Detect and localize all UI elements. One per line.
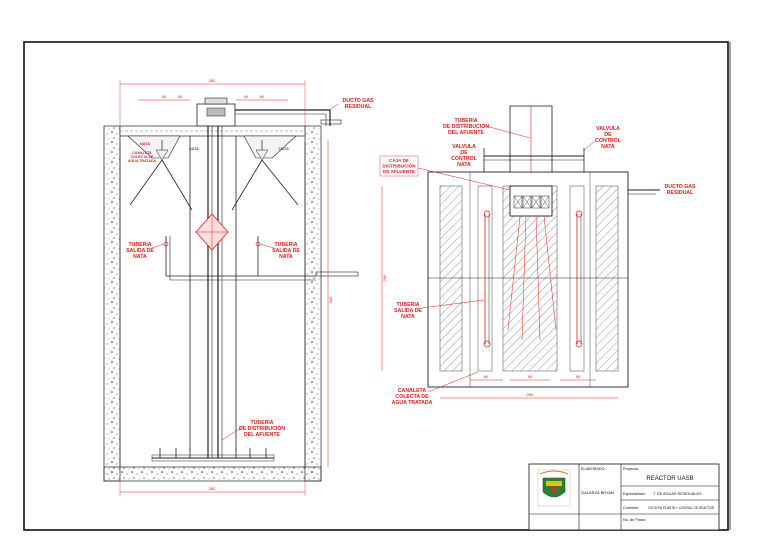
svg-text:TUBERIA: TUBERIA	[274, 242, 297, 248]
plan-label-ducto-gas: DUCTO GAS RESIDUAL	[664, 184, 696, 196]
title-especialidad-value: T. DE AGUAS RESIDUALES	[653, 492, 702, 496]
svg-text:RESIDUAL: RESIDUAL	[345, 104, 372, 110]
svg-text:NATA: NATA	[601, 144, 615, 150]
section-dim-bottom: 280	[209, 486, 216, 491]
title-proyecto-value: REACTOR UASB	[646, 476, 693, 482]
section-dim-right: 900	[328, 296, 333, 303]
svg-text:DE DISTRIBUCIÓN: DE DISTRIBUCIÓN	[443, 122, 489, 130]
section-label-nata-mid: NATA	[189, 147, 199, 151]
svg-text:CONTROL: CONTROL	[595, 138, 621, 144]
svg-text:TUBERIA: TUBERIA	[454, 118, 477, 124]
svg-text:COLECTA DE: COLECTA DE	[131, 155, 155, 159]
title-elaboro-label: ELABORADO:	[581, 467, 606, 471]
section-dim-sub-b: 40	[244, 94, 249, 99]
title-contiene-label: Contiene:	[623, 506, 639, 510]
svg-text:CANALETA: CANALETA	[132, 151, 152, 155]
svg-text:DEL AFUENTE: DEL AFUENTE	[448, 130, 485, 136]
svg-text:SALIDA DE: SALIDA DE	[126, 248, 154, 254]
section-dim-sub-left: 60	[162, 94, 167, 99]
section-wall-right	[304, 125, 322, 482]
svg-text:CONTROL: CONTROL	[451, 156, 477, 162]
section-label-canaleta: CANALETA COLECTA DE AGUA TRATADA	[128, 151, 157, 163]
svg-text:NATA: NATA	[401, 314, 415, 320]
section-floor	[103, 466, 322, 482]
svg-text:DUCTO GAS: DUCTO GAS	[664, 184, 696, 190]
title-elaboro-name: GALARZA BRYAN	[581, 490, 614, 495]
plan-label-canaleta: CANALETA COLECTA DE AGUA TRATADA	[392, 388, 433, 406]
section-label-tuberia-dist: TUBERIA DE DISTRIBUCIÓN DEL AFUENTE	[239, 420, 285, 438]
plan-dim-part-3: 60	[576, 374, 581, 379]
plan-dim-bottom: 280	[527, 392, 534, 397]
svg-text:TUBERIA: TUBERIA	[128, 242, 151, 248]
svg-text:NATA: NATA	[279, 254, 293, 260]
plan-label-valvula-right: VALVULA DE CONTROL NATA	[595, 126, 621, 150]
svg-text:DEL AFUENTE: DEL AFUENTE	[244, 432, 281, 438]
plan-view: 280 60 60 60 280 TUBERIA DE DISTRIBUCIÓN…	[379, 105, 696, 406]
svg-text:TUBERIA: TUBERIA	[250, 420, 273, 426]
svg-text:CAJA DE: CAJA DE	[389, 158, 409, 163]
plan-label-caja: CAJA DE DISTRIBUCIÓN DE AFLUENTE	[379, 155, 419, 177]
svg-text:DE AFLUENTE: DE AFLUENTE	[383, 169, 415, 174]
svg-text:NATA: NATA	[133, 254, 147, 260]
svg-text:TUBERIA: TUBERIA	[396, 302, 419, 308]
section-wall-left	[103, 125, 121, 482]
title-block: ELABORADO: GALARZA BRYAN Proyecto: REACT…	[528, 463, 720, 531]
section-dim-sub-a: 40	[178, 94, 183, 99]
svg-text:SALIDA DE: SALIDA DE	[272, 248, 300, 254]
separator-left	[127, 135, 181, 159]
svg-text:AGUA TRATADA: AGUA TRATADA	[128, 159, 157, 163]
section-dim-sub-right: 60	[260, 94, 265, 99]
title-plano-label: No. de Plano:	[623, 518, 646, 522]
section-label-nata-left: NATA	[140, 142, 150, 146]
section-label-nata-right: NATA	[279, 147, 289, 151]
svg-text:AGUA TRATADA: AGUA TRATADA	[392, 400, 433, 406]
svg-text:COLECTA DE: COLECTA DE	[395, 394, 429, 400]
plan-label-tuberia-dist: TUBERIA DE DISTRIBUCIÓN DEL AFUENTE	[443, 118, 489, 136]
sheet-border	[23, 41, 729, 531]
title-proyecto-label: Proyecto:	[623, 467, 639, 471]
section-label-salida-right: TUBERIA SALIDA DE NATA	[272, 242, 300, 260]
plan-dim-left: 280	[382, 274, 387, 281]
section-dim-top: 280	[209, 78, 216, 83]
svg-text:CANALETA: CANALETA	[398, 388, 426, 394]
separator-right	[243, 135, 297, 159]
plan-dim-part-2: 60	[528, 374, 533, 379]
svg-text:DISTRIBUCIÓN: DISTRIBUCIÓN	[382, 162, 416, 169]
section-label-ducto-gas: DUCTO GAS RESIDUAL	[342, 98, 374, 110]
svg-text:RESIDUAL: RESIDUAL	[667, 190, 694, 196]
university-seal	[537, 469, 571, 507]
svg-text:DUCTO GAS: DUCTO GAS	[342, 98, 374, 104]
svg-text:NATA: NATA	[457, 162, 471, 168]
plan-label-tuberia-salida: TUBERIA SALIDA DE NATA	[394, 302, 422, 320]
svg-text:DE DISTRIBUCIÓN: DE DISTRIBUCIÓN	[239, 424, 285, 432]
svg-text:DE: DE	[460, 150, 468, 156]
svg-text:VALVULA: VALVULA	[596, 126, 620, 132]
title-especialidad-label: Especialidad:	[623, 492, 646, 496]
svg-text:DE: DE	[604, 132, 612, 138]
plan-label-valvula-left: VALVULA DE CONTROL NATA	[451, 144, 477, 168]
svg-text:VALVULA: VALVULA	[452, 144, 476, 150]
section-gas-duct	[235, 109, 331, 126]
title-contiene-value: VISTA EN PLANTA Y LATERAL DE REACTOR	[648, 506, 715, 510]
svg-text:SALIDA DE: SALIDA DE	[394, 308, 422, 314]
section-label-salida-left: TUBERIA SALIDA DE NATA	[126, 242, 154, 260]
section-view: 280 60 60 40 40 280 900 DUCTO GAS RESIDU…	[103, 78, 374, 496]
plan-dim-part-1: 60	[484, 374, 489, 379]
